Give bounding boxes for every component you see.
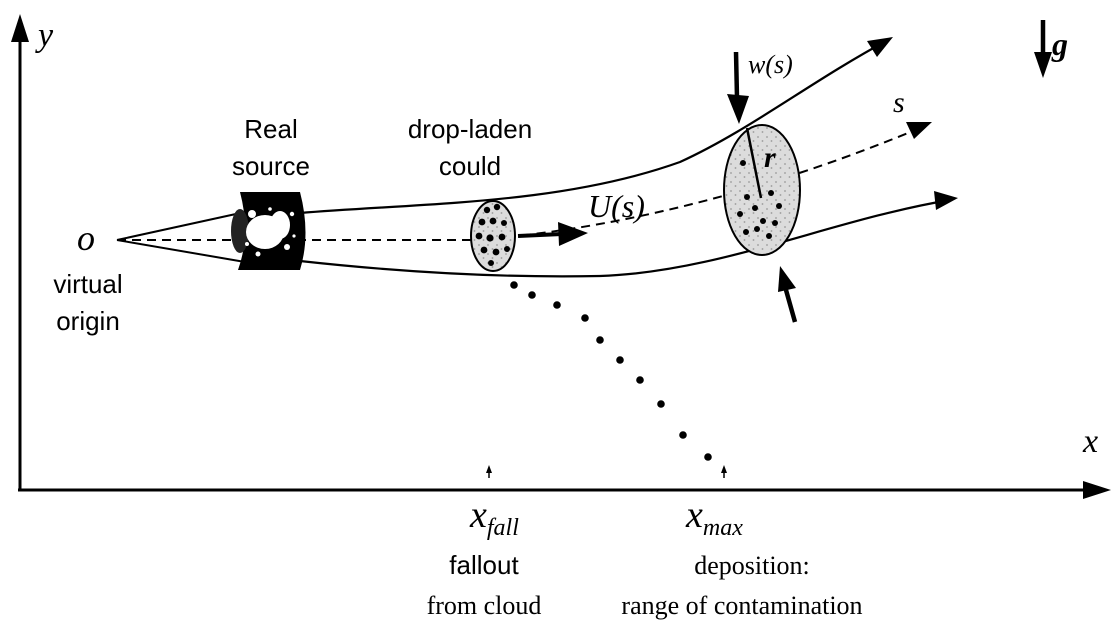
velocity-arrowhead (558, 222, 588, 246)
centerline-arrowhead (906, 122, 932, 139)
fall-label-line2: from cloud (427, 591, 542, 620)
x-fall-base: x (469, 494, 487, 536)
axes (11, 14, 1111, 499)
velocity-label: U(s) (588, 188, 645, 224)
x-fall-symbol: xfall (469, 494, 519, 541)
width-arrow-bottom-head (778, 266, 796, 292)
velocity-arrow (517, 232, 563, 238)
s-coordinate-label: s (893, 86, 905, 119)
source-label-line1: Real (244, 114, 297, 144)
origin-label-line1: virtual (53, 269, 122, 299)
cloud-label-line1: drop-laden (408, 114, 532, 144)
gravity-arrowhead (1034, 52, 1052, 78)
virtual-cone (116, 211, 246, 263)
real-source-icon (231, 192, 306, 270)
drop-laden-cloud (470, 200, 516, 272)
x-axis-label: x (1082, 423, 1098, 460)
fall-label-line1: fallout (449, 550, 519, 580)
plume-lower-boundary (299, 198, 951, 278)
x-axis-arrowhead (1083, 481, 1111, 499)
y-axis-label: y (35, 17, 54, 54)
radius-line (745, 127, 763, 199)
plume-cross-section (723, 124, 801, 256)
gravity-label: g (1051, 26, 1068, 62)
radius-label: r (764, 141, 776, 174)
x-fall-tick-head (486, 465, 492, 473)
x-max-subscript: max (703, 515, 743, 541)
source-label-line2: source (232, 151, 310, 181)
x-max-symbol: xmax (685, 494, 743, 541)
y-axis-arrowhead (11, 14, 29, 42)
width-arrow-top (733, 51, 740, 99)
x-max-tick-head (721, 465, 727, 473)
max-label-line2: range of contamination (621, 591, 862, 620)
width-arrow-top-head (727, 94, 749, 124)
cloud-label-line2: could (439, 151, 501, 181)
origin-symbol: o (77, 218, 95, 258)
lower-boundary-arrowhead (934, 191, 958, 210)
fallout-trajectory (510, 281, 712, 461)
x-max-base: x (685, 494, 703, 536)
origin-label-line2: origin (56, 306, 120, 336)
plume-upper-boundary (299, 39, 889, 215)
x-fall-subscript: fall (487, 515, 519, 541)
upper-boundary-arrowhead (867, 37, 893, 57)
max-label-line1: deposition: (694, 551, 810, 580)
width-arrow-bottom (783, 289, 798, 323)
width-label: w(s) (748, 50, 793, 79)
